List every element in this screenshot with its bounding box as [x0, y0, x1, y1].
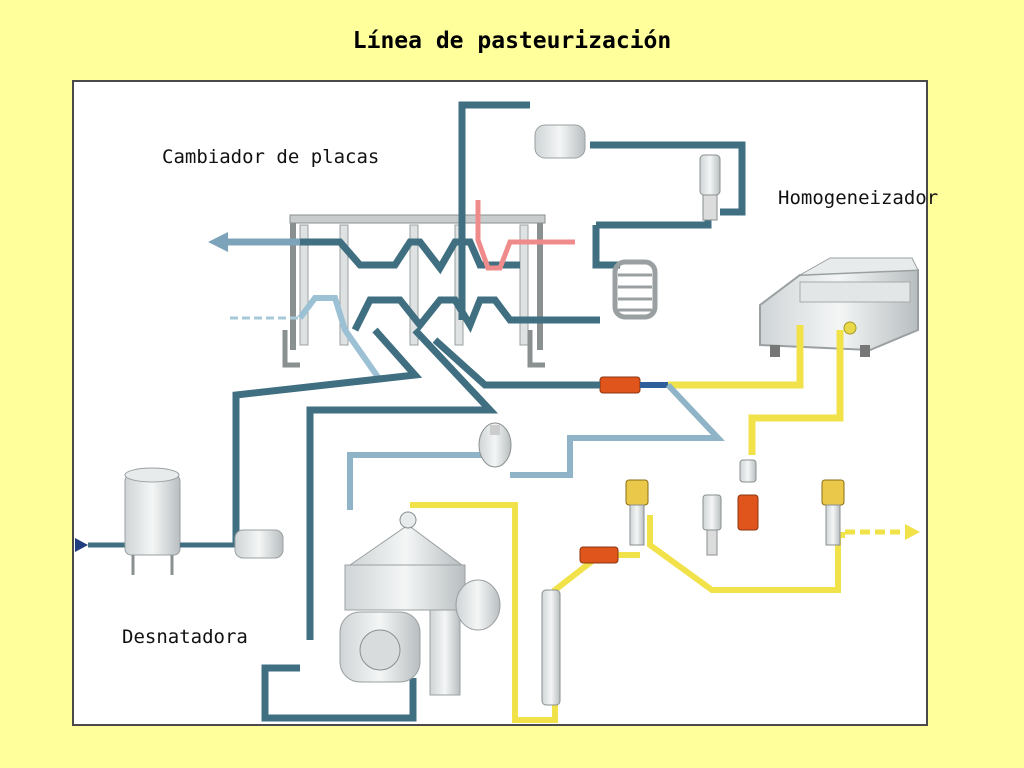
- plate-exchanger: [282, 214, 546, 368]
- label-separator: Desnatadora: [122, 626, 248, 648]
- separator-machine: [339, 511, 501, 696]
- label-homogenizer: Homogeneizador: [778, 187, 939, 209]
- product-pipe-homogenizer: [668, 325, 844, 455]
- balance-tank: [534, 124, 586, 159]
- page-title: Línea de pasteurización: [352, 28, 672, 54]
- cold-outlet-arrow: [208, 232, 300, 320]
- flow-meter-feed-pipe: [432, 337, 600, 389]
- separator-bottom-pipe: [261, 664, 417, 722]
- raw-milk-tank: [75, 467, 284, 575]
- return-pipe: [347, 382, 725, 510]
- raw-milk-pipe: [232, 327, 423, 544]
- label-plate-exchanger: Cambiador de placas: [162, 146, 380, 168]
- valve-group: [625, 459, 845, 556]
- regeneration-pipe: [300, 238, 520, 275]
- tubular-unit: [541, 589, 561, 706]
- regeneration-pipe-lower: [351, 296, 600, 333]
- diagram-frame: [72, 80, 928, 726]
- hot-water-pipe: [475, 200, 575, 271]
- flow-meter: [579, 376, 668, 564]
- light-return-pipe: [297, 295, 383, 382]
- holding-tube-coil: [592, 225, 658, 320]
- inlet-arrow: [75, 538, 88, 552]
- centrifugal-pump: [478, 422, 512, 468]
- separator-feed-pipe: [306, 327, 499, 640]
- product-outlet-arrow: [905, 524, 920, 540]
- flow-diversion-valve: [699, 154, 721, 221]
- top-loop-pipe: [458, 101, 746, 320]
- valve-return-pipe: [596, 215, 712, 229]
